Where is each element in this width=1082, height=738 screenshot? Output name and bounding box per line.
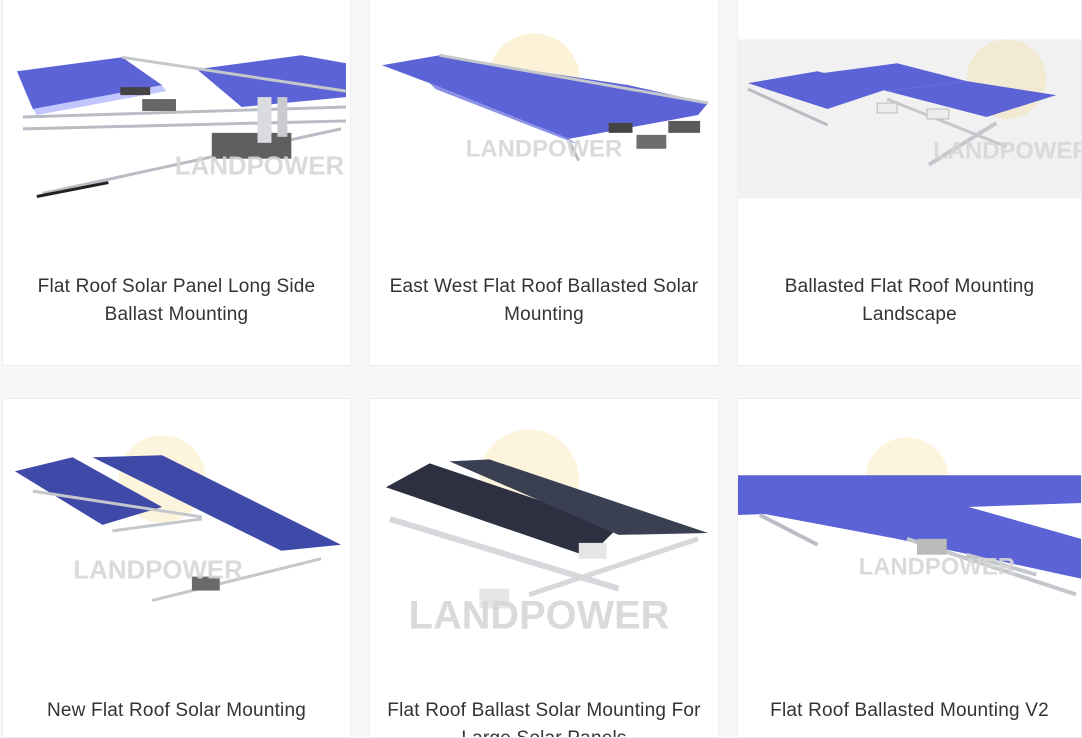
svg-text:LANDPOWER: LANDPOWER	[933, 138, 1081, 165]
solar-mount-image: LANDPOWER	[385, 429, 709, 637]
svg-text:LANDPOWER: LANDPOWER	[73, 557, 243, 585]
product-card[interactable]: LANDPOWER Flat Roof Ballast Solar Mounti…	[369, 398, 719, 738]
solar-mount-image: LANDPOWER	[16, 55, 347, 198]
product-title[interactable]: Ballasted Flat Roof Mounting Landscape	[784, 276, 1035, 325]
product-image[interactable]: LANDPOWER	[3, 0, 350, 219]
solar-mount-image: LANDPOWER	[738, 437, 1081, 597]
product-image[interactable]: LANDPOWER	[370, 399, 718, 649]
product-title[interactable]: New Flat Roof Solar Mounting	[46, 700, 307, 721]
product-card[interactable]: LANDPOWER New Flat Roof Solar Mounting	[2, 398, 351, 738]
product-image[interactable]: LANDPOWER	[738, 0, 1081, 219]
product-title[interactable]: Flat Roof Ballasted Mounting V2	[770, 700, 1049, 721]
product-image[interactable]: LANDPOWER	[3, 399, 350, 619]
svg-text:LANDPOWER: LANDPOWER	[409, 593, 670, 637]
svg-text:LANDPOWER: LANDPOWER	[466, 136, 622, 163]
product-image[interactable]: LANDPOWER	[738, 399, 1081, 619]
svg-text:LANDPOWER: LANDPOWER	[859, 554, 1015, 581]
product-card[interactable]: LANDPOWER Flat Roof Ballasted Mounting V…	[737, 398, 1082, 738]
product-card[interactable]: LANDPOWER Flat Roof Solar Panel Long Sid…	[2, 0, 351, 366]
svg-text:LANDPOWER: LANDPOWER	[175, 153, 345, 181]
product-title[interactable]: East West Flat Roof Ballasted Solar Moun…	[389, 276, 699, 325]
solar-mount-image: LANDPOWER	[738, 39, 1081, 199]
solar-mount-image: LANDPOWER	[381, 33, 709, 163]
product-card[interactable]: LANDPOWER East West Flat Roof Ballasted …	[369, 0, 719, 366]
solar-mount-image: LANDPOWER	[14, 435, 342, 602]
product-title[interactable]: Flat Roof Solar Panel Long Side Ballast …	[37, 276, 316, 325]
product-card[interactable]: LANDPOWER Ballasted Flat Roof Mounting L…	[737, 0, 1082, 366]
product-image[interactable]: LANDPOWER	[370, 0, 718, 219]
